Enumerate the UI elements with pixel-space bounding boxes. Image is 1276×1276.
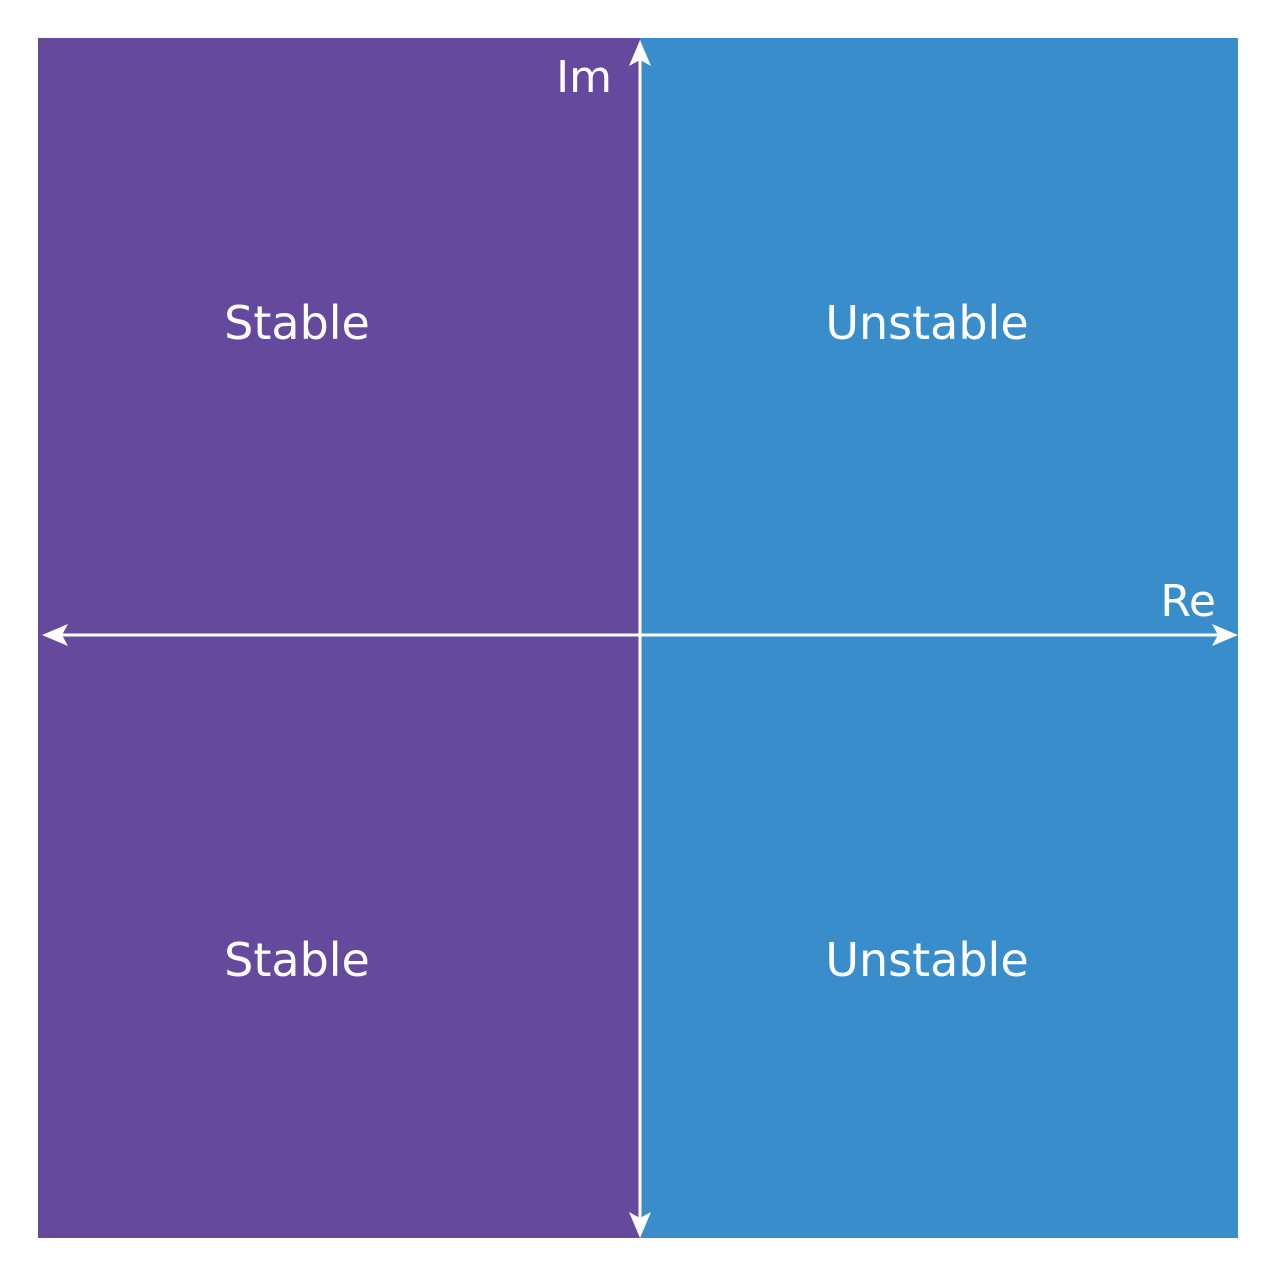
stable-region (38, 38, 640, 1238)
real-axis-label: Re (1160, 576, 1216, 627)
real-axis-left-arrow-icon (42, 624, 68, 646)
imaginary-axis-label: Im (556, 52, 612, 103)
region-label-top-left: Stable (224, 296, 370, 350)
unstable-region (640, 38, 1238, 1238)
imaginary-axis-top-arrow-icon (629, 40, 651, 66)
region-label-top-right: Unstable (825, 296, 1028, 350)
imaginary-axis-bottom-arrow-icon (629, 1212, 651, 1238)
region-label-bottom-right: Unstable (825, 933, 1028, 987)
region-label-bottom-left: Stable (224, 933, 370, 987)
real-axis-right-arrow-icon (1212, 624, 1238, 646)
